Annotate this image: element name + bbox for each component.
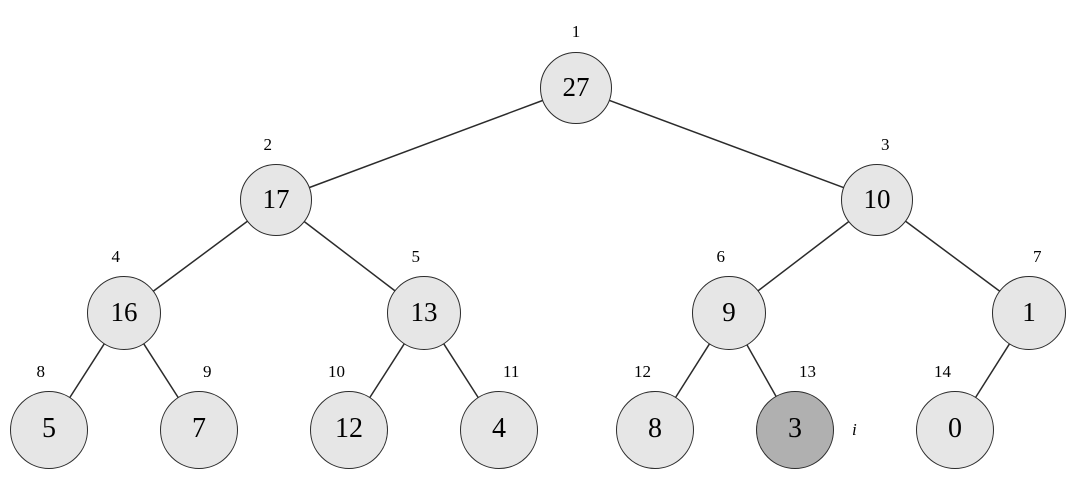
tree-node-value: 0 (948, 413, 962, 444)
tree-node-index-label-4: 4 (111, 247, 121, 266)
tree-node-index-label-10: 10 (328, 362, 345, 381)
tree-node-index-label-13: 13 (799, 362, 816, 381)
tree-node-value: 10 (863, 183, 891, 214)
tree-node-value: 27 (562, 71, 590, 102)
tree-node-value: 5 (42, 413, 56, 444)
tree-node-3[interactable]: 10 (841, 164, 913, 236)
tree-edge (974, 343, 1011, 399)
tree-node-12[interactable]: 8 (616, 391, 694, 469)
tree-node-index-label-8: 8 (36, 362, 46, 381)
tree-edge (757, 220, 850, 292)
tree-node-1[interactable]: 27 (540, 52, 612, 124)
tree-edge (142, 342, 180, 399)
tree-node-index-label-1: 1 (571, 22, 581, 41)
tree-node-index-label-9: 9 (203, 362, 212, 381)
tree-node-6[interactable]: 9 (692, 276, 766, 350)
tree-edge (442, 342, 480, 399)
tree-node-value: 7 (192, 413, 206, 444)
tree-edge (68, 342, 106, 399)
tree-node-value: 12 (335, 413, 363, 444)
tree-node-8[interactable]: 5 (10, 391, 88, 469)
tree-node-index-label-7: 7 (1033, 247, 1042, 266)
tree-node-index-label-3: 3 (881, 135, 890, 154)
tree-node-value: 4 (492, 413, 506, 444)
tree-edge (152, 220, 249, 293)
tree-node-13[interactable]: 3 (756, 391, 834, 469)
tree-node-10[interactable]: 12 (310, 391, 388, 469)
tree-edge (308, 99, 544, 189)
tree-edge (746, 343, 777, 398)
index-pointer-label: i (852, 420, 857, 439)
tree-node-value: 8 (648, 413, 662, 444)
tree-node-value: 1 (1022, 296, 1036, 327)
tree-node-value: 9 (722, 296, 736, 327)
tree-node-11[interactable]: 4 (460, 391, 538, 469)
tree-node-index-label-6: 6 (716, 247, 726, 266)
tree-node-index-label-14: 14 (934, 362, 951, 381)
tree-node-7[interactable]: 1 (992, 276, 1066, 350)
tree-node-value: 16 (110, 296, 138, 327)
tree-node-value: 17 (262, 183, 290, 214)
tree-edge (904, 220, 1001, 293)
tree-node-index-label-11: 11 (503, 362, 520, 381)
tree-edge (303, 220, 396, 292)
tree-node-4[interactable]: 16 (87, 276, 161, 350)
tree-node-index-label-5: 5 (411, 247, 421, 266)
tree-edge (674, 343, 711, 399)
tree-node-value: 3 (788, 413, 802, 444)
tree-edge (608, 99, 845, 189)
tree-node-value: 13 (410, 296, 438, 327)
tree-node-5[interactable]: 13 (387, 276, 461, 350)
tree-node-index-label-2: 2 (263, 135, 273, 154)
tree-node-index-label-12: 12 (634, 362, 651, 381)
tree-node-9[interactable]: 7 (160, 391, 238, 469)
tree-node-2[interactable]: 17 (240, 164, 312, 236)
tree-node-14[interactable]: 0 (916, 391, 994, 469)
tree-edge (368, 342, 406, 399)
